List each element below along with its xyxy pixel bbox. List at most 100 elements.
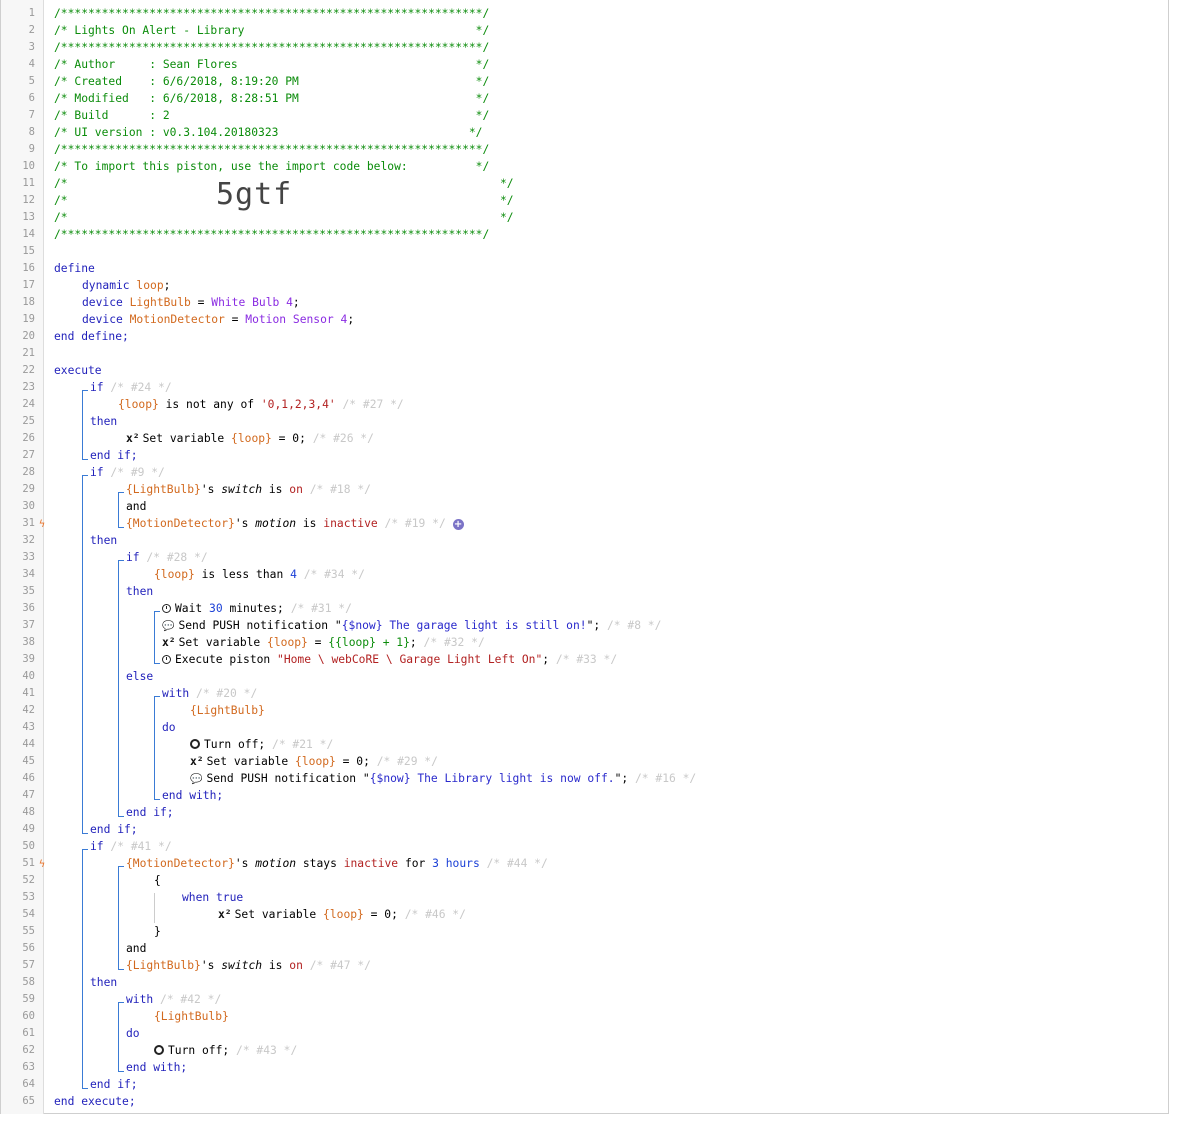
code-token: ;: [292, 296, 300, 309]
code-token: =: [231, 313, 239, 326]
statements-bracket: [154, 611, 160, 664]
code-line: 13/**/: [1, 209, 1170, 226]
keyword: end with;: [162, 789, 224, 802]
keyword: else: [126, 670, 154, 683]
code-token: ": [334, 619, 342, 632]
code-line[interactable]: 29{LightBulb}'s switch is on /* #18 */: [1, 481, 1170, 498]
variable-reference: {LightBulb}: [126, 959, 201, 972]
code-line[interactable]: 46💬Send PUSH notification "{$now} The Li…: [1, 770, 1170, 787]
with-block-bracket: [118, 1002, 124, 1072]
clock-icon: [162, 604, 171, 613]
keyword: with: [162, 687, 190, 700]
line-number: 20: [22, 330, 35, 342]
code-token: "Home \ webCoRE \ Garage Light Left On": [277, 653, 543, 666]
line-number: 65: [22, 1095, 35, 1107]
code-line[interactable]: 57{LightBulb}'s switch is on /* #47 */: [1, 957, 1170, 974]
code-token: {LightBulb}'s switch is on /* #47 */: [126, 957, 371, 974]
code-token: 3 hours: [432, 857, 480, 870]
code-token: Turn off;: [168, 1044, 230, 1057]
code-line[interactable]: 24{loop} is not any of '0,1,2,3,4' /* #2…: [1, 396, 1170, 413]
code-token: */: [500, 211, 514, 224]
code-token: 's: [200, 483, 215, 496]
statement-id-comment: /* #18 */: [309, 483, 371, 496]
code-token: /*: [54, 211, 68, 224]
line-number: 21: [22, 347, 35, 359]
variable-reference: {loop}: [323, 908, 364, 921]
line-number: 30: [22, 500, 35, 512]
code-line[interactable]: 42{LightBulb}: [1, 702, 1170, 719]
statement-id-comment: /* #9 */: [110, 466, 165, 479]
line-number: 56: [22, 942, 35, 954]
code-token: for: [404, 857, 426, 870]
code-token: =: [197, 296, 205, 309]
line-number: 6: [28, 92, 35, 104]
condition-group-bracket: [118, 866, 124, 970]
line-number: 43: [22, 721, 35, 733]
code-line[interactable]: 60{LightBulb}: [1, 1008, 1170, 1025]
line-number: 1: [28, 7, 35, 19]
variable-reference: {LightBulb}: [126, 483, 201, 496]
line-number: 24: [22, 398, 35, 410]
code-token: {MotionDetector}'s motion is inactive /*…: [126, 515, 464, 532]
code-token: The Library light is now off.: [410, 772, 615, 785]
add-condition-icon[interactable]: +: [452, 518, 464, 530]
code-line: 61 do: [1, 1025, 1170, 1042]
line-number: 7: [28, 109, 35, 121]
line-number: 61: [22, 1027, 35, 1039]
line-number: 15: [22, 245, 35, 257]
code-line: 52{: [1, 872, 1170, 889]
power-icon: [190, 739, 200, 749]
code-token: Wait 30 minutes; /* #31 */: [162, 600, 352, 617]
line-number: 45: [22, 755, 35, 767]
line-number: 50: [22, 840, 35, 852]
code-token: with /* #20 */: [162, 685, 257, 702]
author-line: /* Author : Sean Flores */: [54, 58, 490, 71]
code-token: Execute piston "Home \ webCoRE \ Garage …: [162, 651, 617, 668]
code-line[interactable]: 34{loop} is less than 4 /* #34 */: [1, 566, 1170, 583]
modified-line: /* Modified : 6/6/2018, 8:28:51 PM */: [54, 92, 490, 105]
line-number: 10: [22, 160, 35, 172]
keyword: if: [90, 466, 104, 479]
line-number: 44: [22, 738, 35, 750]
line-number: 46: [22, 772, 35, 784]
code-line[interactable]: 37💬Send PUSH notification "{$now} The ga…: [1, 617, 1170, 634]
variable-reference: {MotionDetector}: [126, 857, 235, 870]
keyword: do: [126, 1027, 140, 1040]
code-token: 💬Send PUSH notification "{$now} The gara…: [162, 617, 661, 635]
variable-reference: {loop}: [295, 755, 336, 768]
statement-id-comment: /* #16 */: [635, 772, 697, 785]
code-token: is: [268, 483, 283, 496]
statement-id-comment: /* #21 */: [272, 738, 334, 751]
code-token: on: [289, 483, 303, 496]
line-number: 52: [22, 874, 35, 886]
build-line: /* Build : 2 */: [54, 109, 490, 122]
code-line: 7 /* Build : 2 */: [1, 107, 1170, 124]
